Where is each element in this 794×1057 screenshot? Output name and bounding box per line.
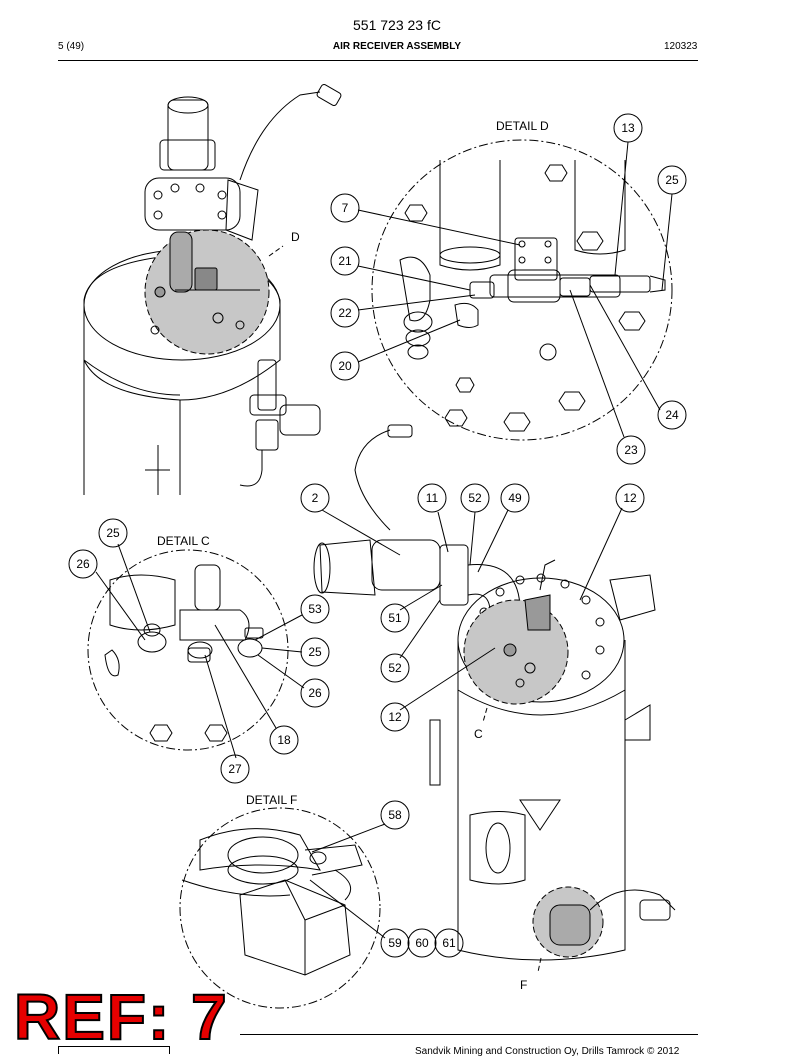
callout-23: 23: [624, 443, 638, 457]
footer-logo-box: [58, 1046, 170, 1054]
callout-circles: [68, 113, 687, 958]
callout-13: 13: [621, 121, 635, 135]
callout-12: 12: [623, 491, 637, 505]
callout-60: 60: [415, 936, 429, 950]
detail-f: [179, 807, 381, 1009]
callout-27: 27: [228, 762, 242, 776]
top-left-receiver: [83, 84, 342, 495]
callout-numbers: 13 25 7 21 22 20 24 23 2 11 52 49 12 51 …: [76, 121, 679, 950]
callout-25: 25: [308, 645, 322, 659]
reference-stamp: REF: 7: [13, 981, 229, 1053]
document-date: 120323: [664, 41, 698, 52]
callout-24: 24: [665, 408, 679, 422]
detail-c: [87, 549, 289, 751]
detail-f-marker: F: [520, 978, 528, 992]
callout-20: 20: [338, 359, 352, 373]
callout-18: 18: [277, 733, 291, 747]
callout-52: 52: [468, 491, 482, 505]
top-left-valve: [239, 359, 321, 487]
document-number: 551 723 23 fC: [353, 17, 441, 33]
callout-26: 26: [308, 686, 322, 700]
footer-copyright: Sandvik Mining and Construction Oy, Dril…: [415, 1046, 680, 1057]
callout-2: 2: [312, 491, 319, 505]
callout-26: 26: [76, 557, 90, 571]
footer-rule: [240, 1034, 698, 1035]
callout-61: 61: [442, 936, 456, 950]
detail-d: [371, 139, 673, 441]
detail-c-title: DETAIL C: [157, 534, 210, 548]
detail-c-marker: C: [474, 727, 483, 741]
callout-59: 59: [388, 936, 402, 950]
callout-52: 52: [388, 661, 402, 675]
callout-7: 7: [342, 201, 349, 215]
header-rule: [58, 60, 698, 61]
callout-53: 53: [308, 602, 322, 616]
page-title: AIR RECEIVER ASSEMBLY: [332, 41, 462, 52]
detail-d-title: DETAIL D: [496, 119, 549, 133]
middle-right-receiver: [313, 424, 656, 961]
callout-58: 58: [388, 808, 402, 822]
page-number: 5 (49): [58, 41, 85, 52]
bottom-valve: [532, 886, 676, 973]
leader-lines: [95, 141, 673, 939]
callout-11: 11: [426, 491, 439, 505]
callout-49: 49: [508, 491, 522, 505]
callout-25: 25: [665, 173, 679, 187]
detail-f-title: DETAIL F: [246, 793, 298, 807]
callout-51: 51: [388, 611, 402, 625]
callout-25: 25: [106, 526, 120, 540]
callout-21: 21: [338, 254, 352, 268]
callout-22: 22: [338, 306, 352, 320]
detail-d-marker: D: [291, 230, 300, 244]
callout-12: 12: [388, 710, 402, 724]
